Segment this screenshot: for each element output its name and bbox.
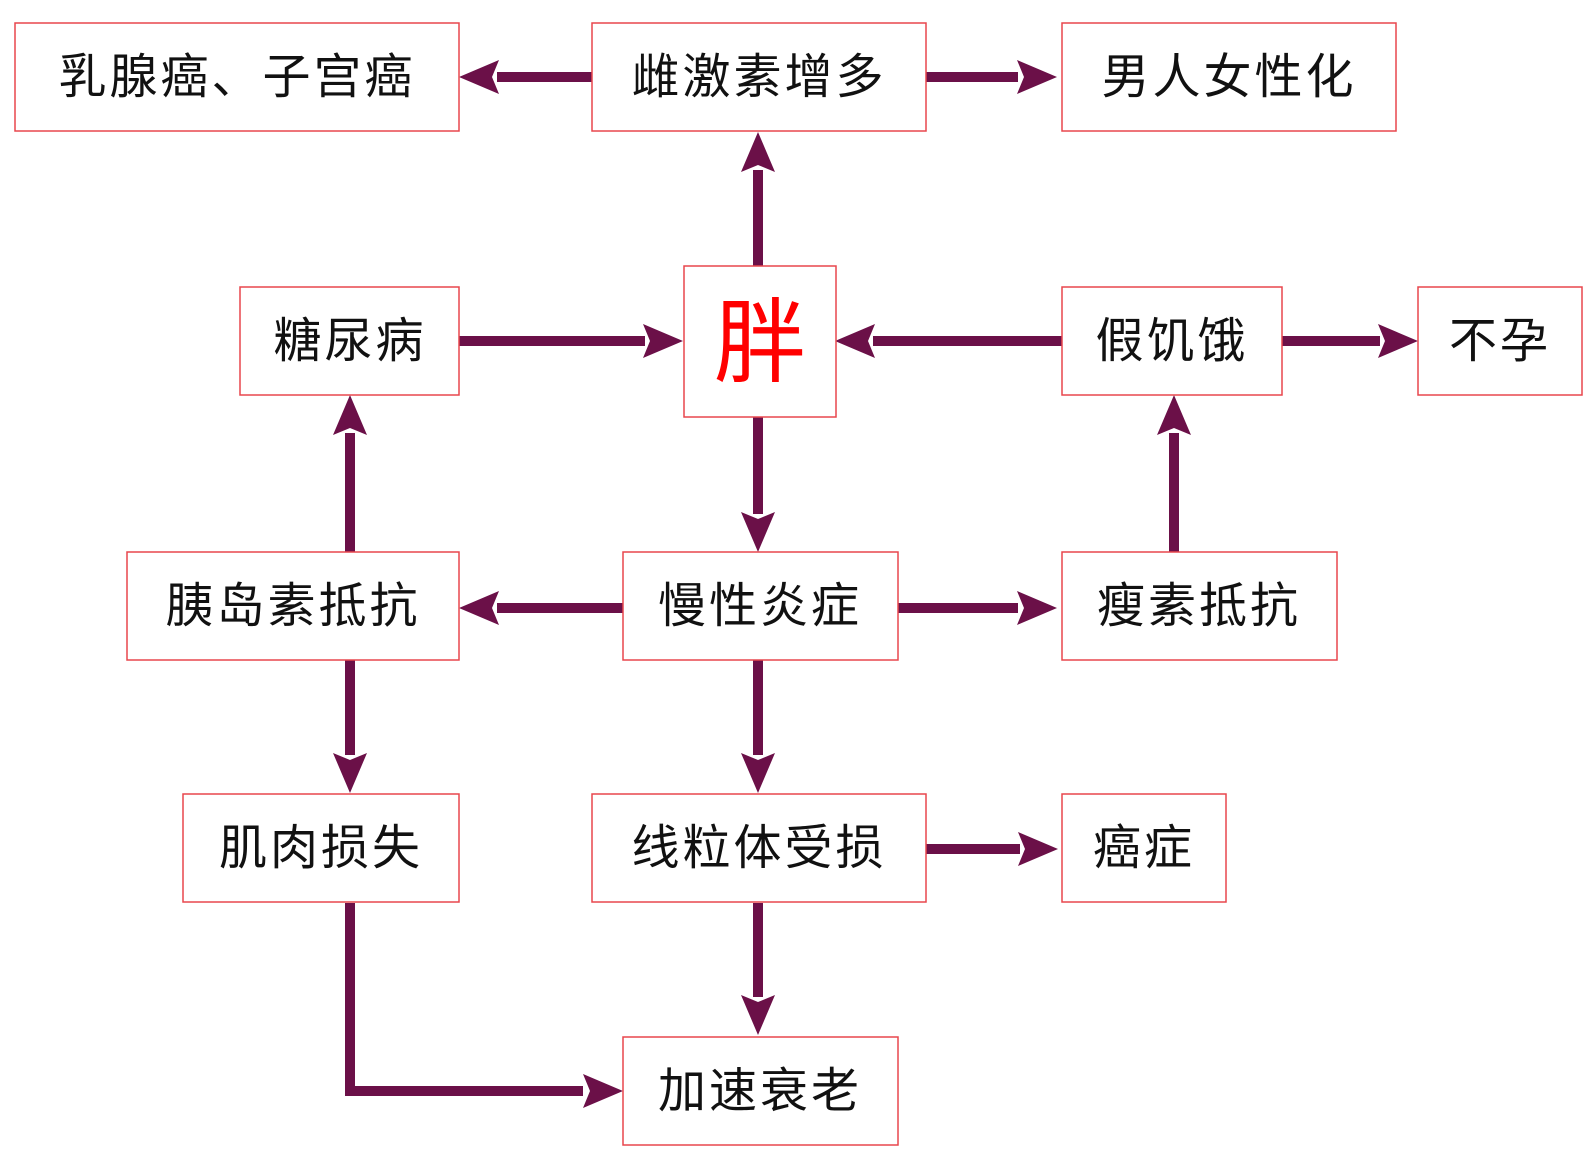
node-label: 肌肉损失: [219, 820, 423, 876]
node-label: 线粒体受损: [631, 820, 886, 876]
node-label: 假饥饿: [1095, 313, 1248, 369]
node-cancer: 癌症: [1061, 793, 1227, 903]
node-accelerated-aging: 加速衰老: [622, 1036, 899, 1146]
arrow-chronic-inflammation-to-leptin-resistance: [898, 591, 1057, 625]
arrow-leptin-resistance-to-false-hunger: [1157, 395, 1191, 552]
node-insulin-resistance: 胰岛素抵抗: [126, 551, 460, 661]
node-fat-center: 胖: [683, 265, 837, 418]
node-label: 胰岛素抵抗: [165, 578, 420, 634]
node-label: 慢性炎症: [658, 578, 862, 634]
arrow-insulin-resistance-to-muscle-loss: [333, 660, 367, 793]
node-label: 瘦素抵抗: [1097, 578, 1301, 634]
nodes: 乳腺癌、子宫癌 雌激素增多 男人女性化 糖尿病 胖 假饥饿 不孕 胰岛素抵抗: [14, 22, 1583, 1146]
node-chronic-inflammation: 慢性炎症: [622, 551, 899, 661]
node-leptin-resistance: 瘦素抵抗: [1061, 551, 1338, 661]
arrow-fat-to-chronic-inflammation: [741, 416, 775, 552]
arrow-estrogen-to-male-feminization: [926, 60, 1057, 94]
arrow-mitochondria-damage-to-cancer: [926, 832, 1058, 866]
arrow-diabetes-to-fat: [459, 324, 683, 358]
node-diabetes: 糖尿病: [239, 286, 460, 396]
node-estrogen-increase: 雌激素增多: [591, 22, 927, 132]
node-label: 癌症: [1093, 820, 1195, 876]
node-label: 男人女性化: [1101, 49, 1356, 105]
arrow-chronic-inflammation-to-mitochondria-damage: [741, 660, 775, 793]
node-mitochondria-damage: 线粒体受损: [591, 793, 927, 903]
node-label: 乳腺癌、子宫癌: [58, 49, 415, 105]
node-infertility: 不孕: [1417, 286, 1583, 396]
arrow-mitochondria-damage-to-accelerated-aging: [741, 903, 775, 1035]
node-label: 不孕: [1449, 313, 1551, 369]
edges: [333, 60, 1418, 1108]
node-label: 糖尿病: [273, 313, 426, 369]
arrow-false-hunger-to-fat: [835, 324, 1062, 358]
arrow-fat-to-estrogen-increase: [741, 132, 775, 266]
node-false-hunger: 假饥饿: [1061, 286, 1283, 396]
node-label: 加速衰老: [658, 1063, 862, 1119]
arrow-chronic-inflammation-to-insulin-resistance: [459, 591, 623, 625]
arrow-muscle-loss-to-accelerated-aging: [345, 903, 623, 1108]
node-muscle-loss: 肌肉损失: [182, 793, 460, 903]
arrow-estrogen-to-breast-uterine-cancer: [459, 60, 592, 94]
arrow-insulin-resistance-to-diabetes: [333, 395, 367, 552]
node-male-feminization: 男人女性化: [1061, 22, 1397, 132]
center-label: 胖: [714, 290, 806, 397]
node-breast-uterine-cancer: 乳腺癌、子宫癌: [14, 22, 460, 132]
node-label: 雌激素增多: [631, 49, 886, 105]
arrow-false-hunger-to-infertility: [1282, 324, 1418, 358]
